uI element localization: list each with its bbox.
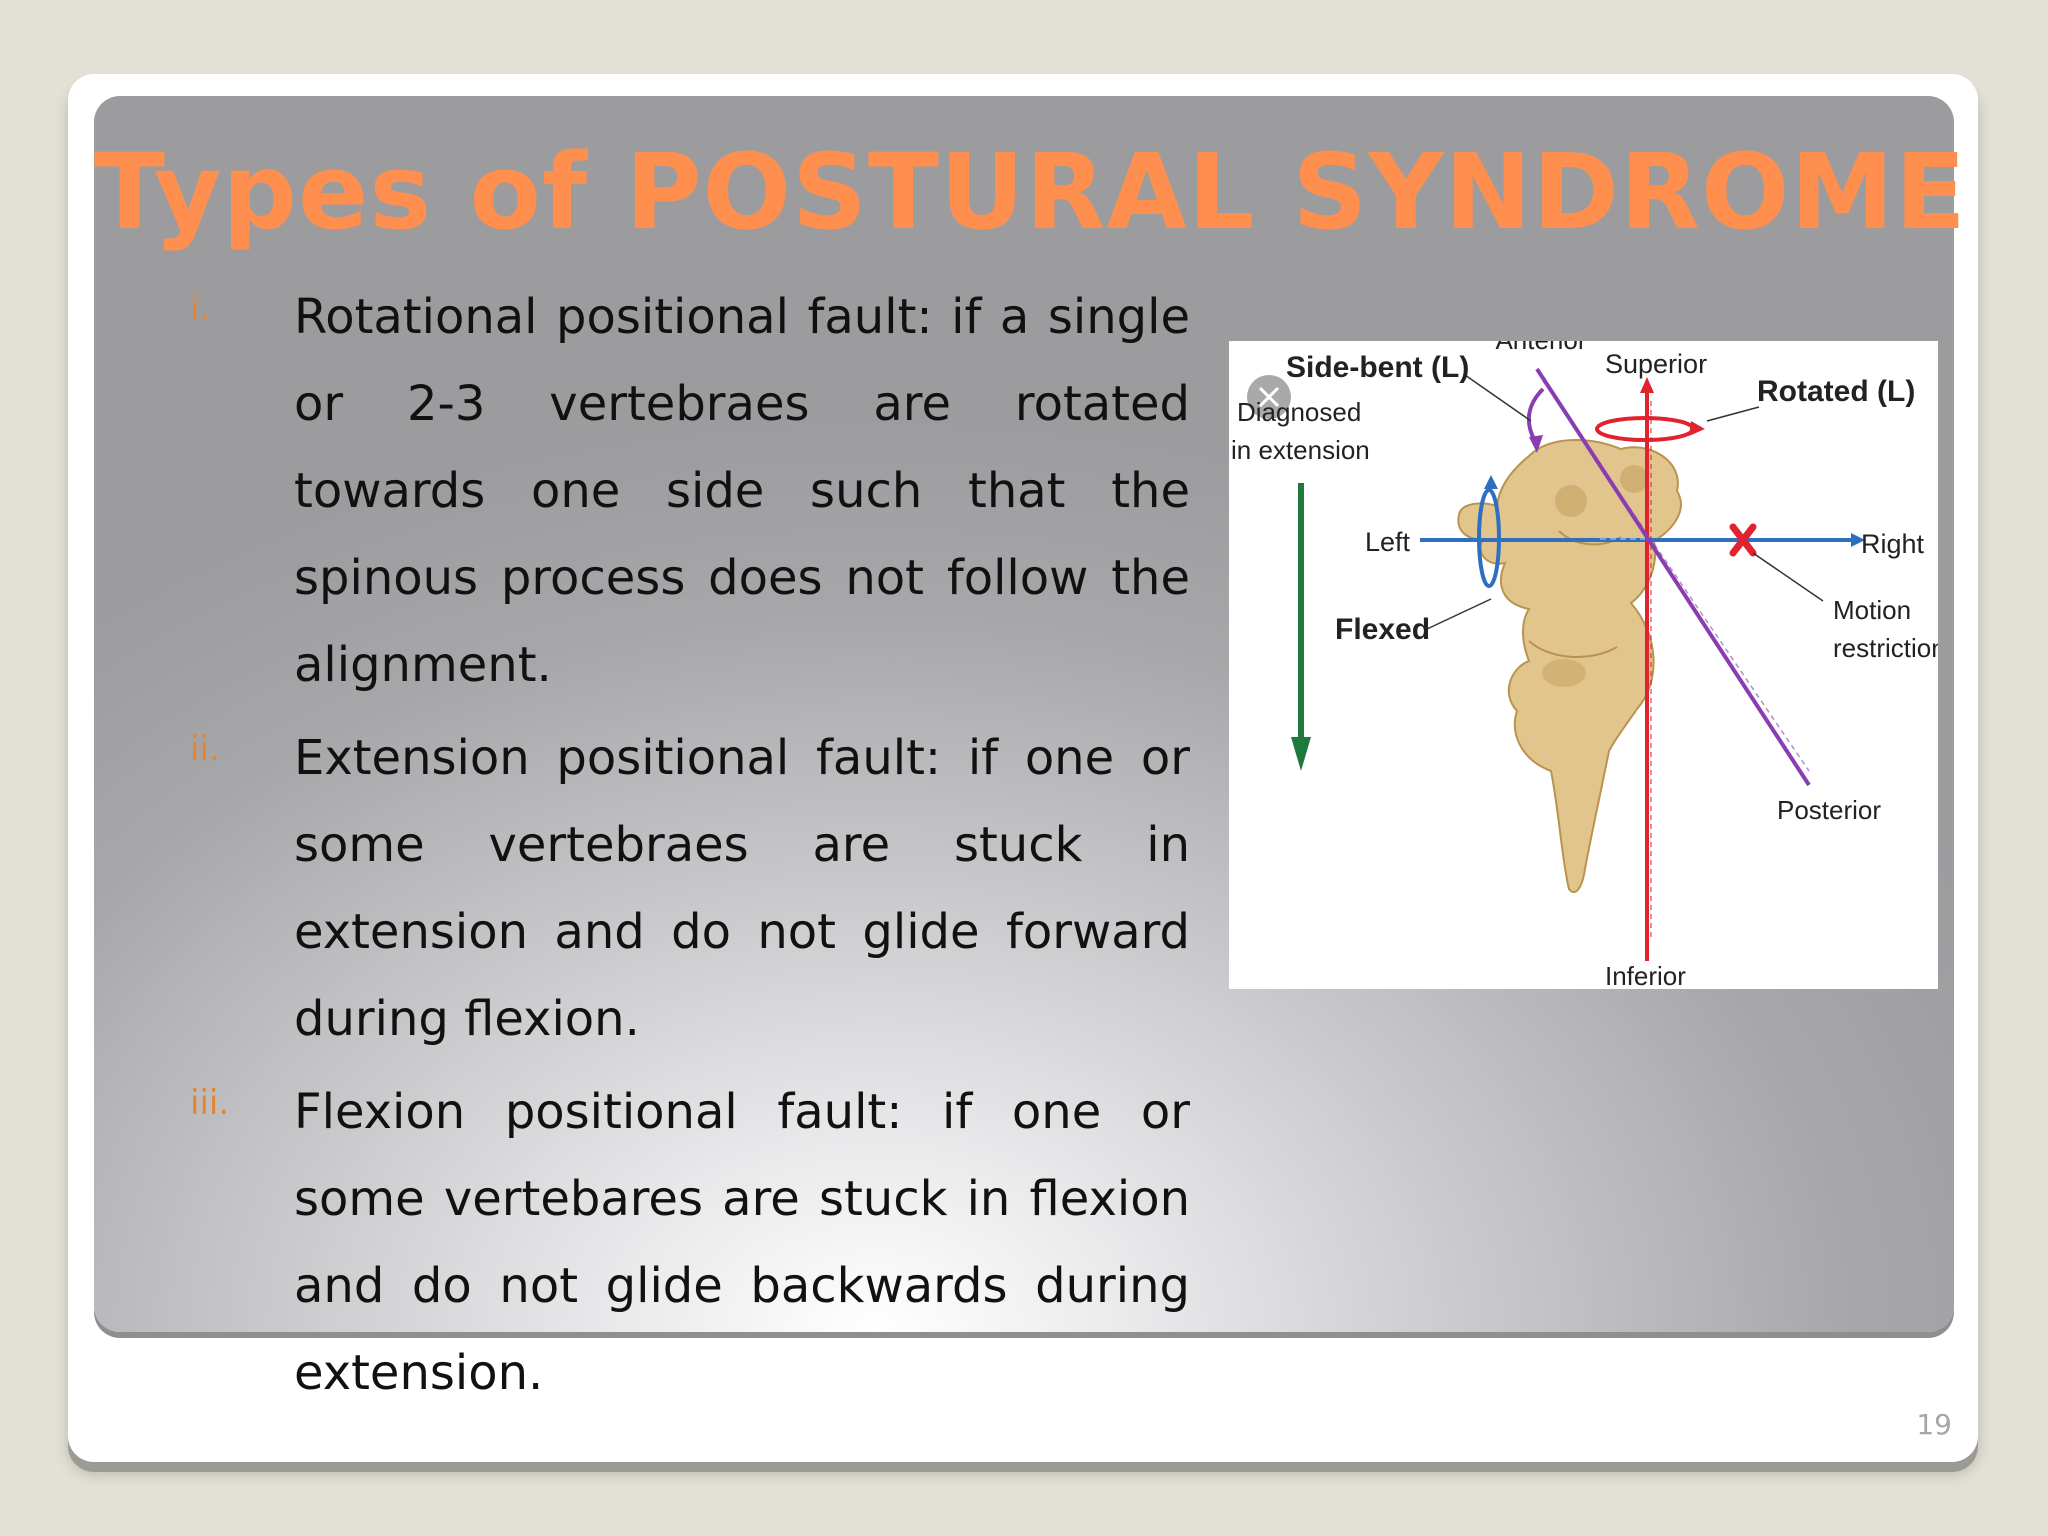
- list-item-text: Rotational positional fault: if a single…: [294, 289, 1190, 693]
- label-rotated: Rotated (L): [1757, 375, 1915, 408]
- label-right: Right: [1861, 529, 1925, 559]
- anterior-posterior-axis: [1535, 367, 1811, 787]
- label-inferior: Inferior: [1605, 961, 1686, 989]
- point-list: i. Rotational positional fault: if a sin…: [190, 274, 1190, 1417]
- label-in-extension: in extension: [1231, 435, 1370, 465]
- vertebra-diagram-svg: Anterior Side-bent (L) Superior Rotated …: [1231, 341, 1938, 989]
- close-icon[interactable]: [1247, 375, 1291, 419]
- label-side-bent: Side-bent (L): [1286, 351, 1469, 384]
- list-item: i. Rotational positional fault: if a sin…: [190, 274, 1190, 709]
- label-restriction: restriction: [1833, 633, 1938, 663]
- list-numeral: iii.: [190, 1083, 230, 1123]
- side-bend-arrow: [1526, 387, 1545, 442]
- label-diagnosed: Diagnosed: [1237, 397, 1361, 427]
- label-flexed: Flexed: [1335, 613, 1430, 646]
- label-motion: Motion: [1833, 595, 1911, 625]
- list-item: ii. Extension positional fault: if one o…: [190, 715, 1190, 1063]
- vertebra-diagram: Anterior Side-bent (L) Superior Rotated …: [1229, 341, 1938, 989]
- page-number: 19: [1916, 1408, 1952, 1441]
- slide-title: Types of POSTURAL SYNDROME: [94, 131, 1967, 253]
- label-superior: Superior: [1605, 349, 1707, 379]
- list-numeral: i.: [190, 288, 211, 328]
- list-item-text: Extension positional fault: if one or so…: [294, 730, 1190, 1047]
- label-left: Left: [1365, 527, 1411, 557]
- list-item: iii. Flexion positional fault: if one or…: [190, 1069, 1190, 1417]
- label-anterior: Anterior: [1495, 341, 1586, 355]
- list-numeral: ii.: [190, 729, 220, 769]
- list-item-text: Flexion positional fault: if one or some…: [294, 1084, 1190, 1401]
- label-posterior: Posterior: [1777, 795, 1881, 825]
- flexion-arrow: [1477, 488, 1501, 588]
- restriction-x-icon: [1729, 523, 1757, 557]
